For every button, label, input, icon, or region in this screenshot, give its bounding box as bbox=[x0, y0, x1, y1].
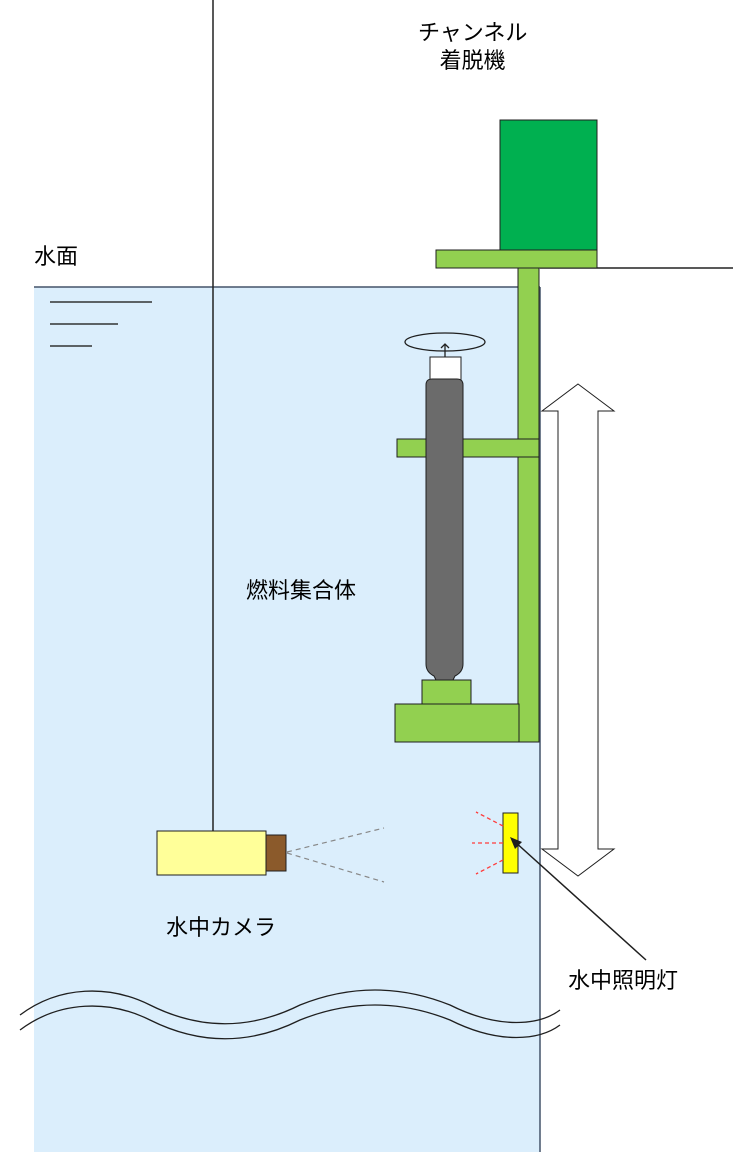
camera-body bbox=[156, 830, 267, 876]
upper-arm bbox=[396, 438, 540, 458]
vertical-column bbox=[517, 267, 540, 743]
underwater-camera-label: 水中カメラ bbox=[166, 916, 277, 941]
water-surface-label: 水面 bbox=[34, 245, 79, 270]
surface-ripple-marks bbox=[50, 301, 152, 347]
fuel-assembly-label: 燃料集合体 bbox=[246, 579, 357, 604]
channel-machine-label-line2: 着脱機 bbox=[439, 48, 506, 74]
underwater-light-label: 水中照明灯 bbox=[568, 969, 679, 994]
fuel-assembly-rod bbox=[425, 378, 464, 681]
channel-machine-label-line1: チャンネル bbox=[418, 21, 528, 46]
light-pointer-line bbox=[513, 840, 647, 961]
camera-lens bbox=[265, 834, 287, 872]
channel-machine-label: チャンネル 着脱機 bbox=[418, 20, 527, 75]
light-pointer-arrowhead bbox=[510, 837, 522, 849]
machine-base-plate bbox=[435, 249, 598, 269]
rotation-arrow bbox=[404, 332, 486, 357]
light-rays bbox=[472, 811, 504, 875]
channel-machine-body bbox=[499, 119, 598, 251]
camera-view-lines bbox=[286, 827, 385, 883]
fuel-seat-block bbox=[421, 679, 472, 705]
vertical-motion-arrow bbox=[540, 383, 616, 877]
fuel-assembly-top-fitting bbox=[429, 356, 462, 382]
lower-platform bbox=[394, 703, 520, 743]
water-break-waves bbox=[19, 989, 561, 1040]
